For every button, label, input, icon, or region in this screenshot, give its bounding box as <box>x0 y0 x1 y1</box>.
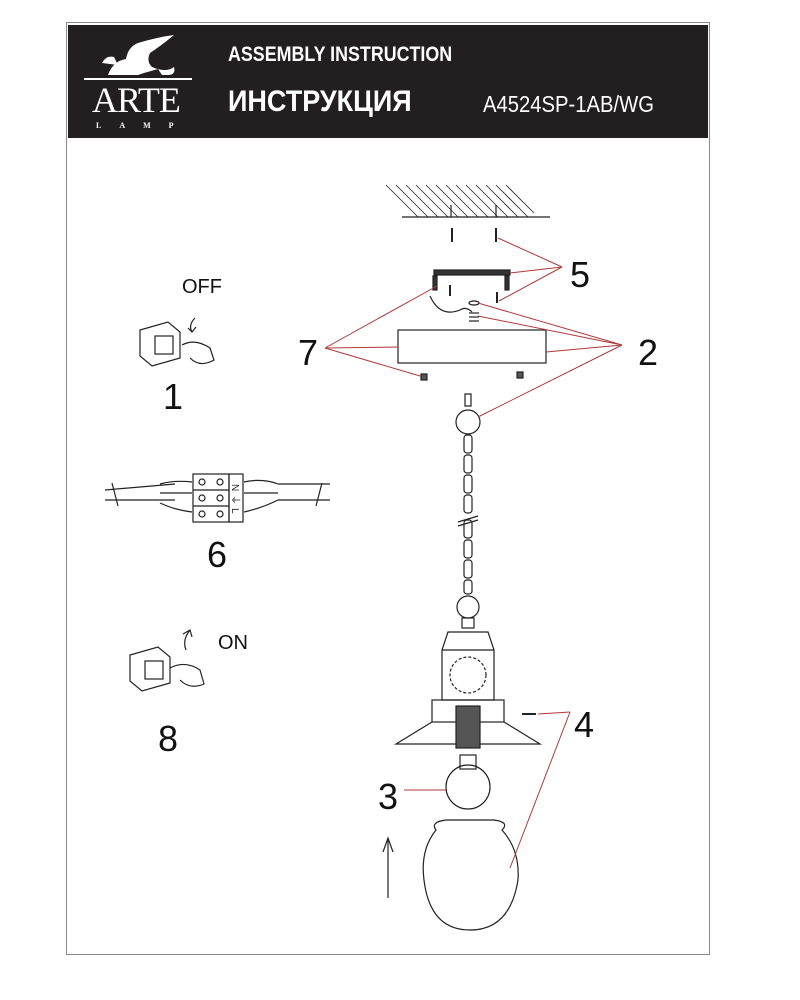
terminal-label-l: L <box>229 508 240 514</box>
part-number-3: 3 <box>378 776 399 817</box>
ceiling-canopy <box>397 329 547 364</box>
switch-off-illustration <box>139 317 215 367</box>
logo-text: ARTE <box>92 80 181 120</box>
canopy-screw <box>516 371 524 379</box>
wall-anchors <box>449 228 498 303</box>
lamp-body <box>393 617 543 749</box>
ceiling-illustration <box>385 184 550 218</box>
title-russian: ИНСТРУКЦИЯ <box>228 85 412 118</box>
mounting-bracket <box>432 269 511 291</box>
header-bar: ARTE LAMP ASSEMBLY INSTRUCTION ИНСТРУКЦИ… <box>68 25 708 138</box>
part-number-4: 4 <box>574 704 595 745</box>
step-number-1: 1 <box>163 376 184 417</box>
model-number: A4524SP-1AB/WG <box>483 91 654 117</box>
glass-shade <box>422 819 519 931</box>
chain <box>455 393 481 619</box>
arte-lamp-logo: ARTE LAMP <box>78 33 198 133</box>
step-number-8: 8 <box>158 718 179 759</box>
ground-wire <box>429 295 473 313</box>
terminal-label-n: N <box>229 484 240 491</box>
canopy-screw <box>420 373 428 381</box>
switch-on-illustration <box>129 629 205 692</box>
wire-connector <box>468 300 480 306</box>
light-bulb <box>445 754 491 810</box>
logo-subtext: LAMP <box>96 121 192 130</box>
step-number-6: 6 <box>207 534 228 575</box>
winged-lion-icon <box>84 35 192 80</box>
part-number-7: 7 <box>298 332 319 373</box>
on-label: ON <box>218 632 248 654</box>
off-label: OFF <box>182 276 222 298</box>
wiring-terminal <box>104 473 330 523</box>
page-frame <box>66 22 710 955</box>
terminal-label-ground: ⏚ <box>229 495 241 505</box>
part-number-2: 2 <box>638 332 659 373</box>
part-number-5: 5 <box>570 254 591 295</box>
title-english: ASSEMBLY INSTRUCTION <box>228 43 453 66</box>
leader-lines <box>324 237 623 869</box>
screws <box>469 312 479 322</box>
up-arrow-icon <box>382 836 394 898</box>
